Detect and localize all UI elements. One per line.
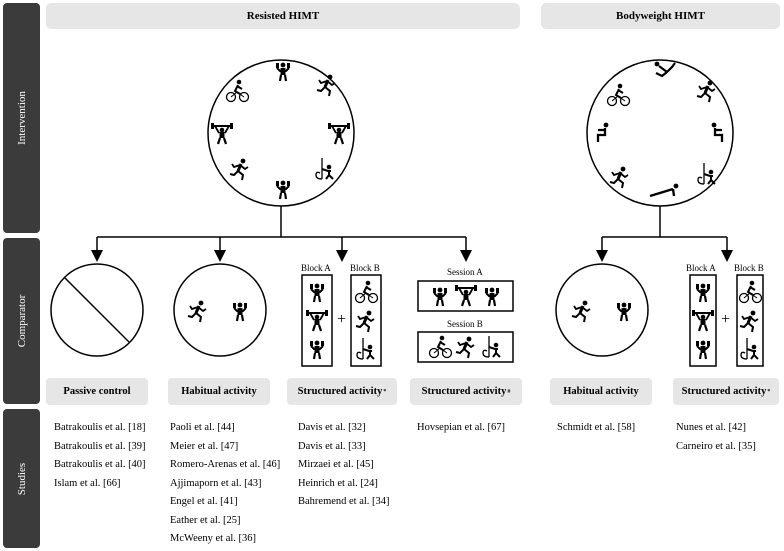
category-structured-hash-text: Structured activity [421, 386, 507, 397]
study-entry: Ajjimaporn et al. [43] [170, 477, 262, 489]
study-entry: Batrakoulis et al. [40] [54, 459, 146, 470]
row-label-intervention: Intervention [3, 3, 40, 233]
row-label-studies: Studies [3, 409, 40, 548]
study-entry: Carneiro et al. [35] [676, 440, 756, 452]
study-entry: Nunes et al. [42] [676, 422, 746, 433]
category-structured-star-text: Structured activity [297, 386, 383, 397]
category-passive-text: Passive control [63, 386, 131, 397]
plus-sign: + [337, 311, 347, 328]
study-entry: Schmidt et al. [58] [557, 422, 636, 433]
study-entry: Hovsepian et al. [67] [417, 422, 506, 433]
study-entry: Engel et al. [41] [170, 496, 238, 507]
category-habitual-bw-text: Habitual activity [563, 386, 639, 397]
study-entry: Paoli et al. [44] [170, 422, 235, 433]
study-entry: Meier et al. [47] [170, 440, 239, 452]
study-entry: Eather et al. [25] [170, 514, 241, 526]
row-label-comparator: Comparator [3, 238, 40, 404]
session-a-label: Session A [447, 267, 483, 277]
category-structured-bw-text: Structured activity [681, 386, 767, 397]
category-structured-activity-bw: Structured activity* [673, 378, 779, 405]
session-b-label: Session B [447, 319, 483, 329]
study-entry: Davis et al. [32] [298, 422, 366, 433]
block-a-bw-label: Block A [686, 263, 716, 273]
study-entry: McWeeny et al. [36] [170, 533, 257, 544]
block-b-bw-label: Block B [734, 263, 764, 273]
category-passive-control: Passive control [46, 378, 148, 405]
habitual-activity-bw-circle [555, 263, 649, 357]
block-a-label: Block A [301, 263, 331, 273]
category-structured-activity-star: Structured activity* [287, 378, 397, 405]
header-bodyweight-text: Bodyweight HIMT [616, 10, 705, 22]
habitual-activity-circle [173, 263, 267, 357]
study-entry: Batrakoulis et al. [39] [54, 440, 146, 452]
study-entry: Islam et al. [66] [54, 477, 121, 489]
category-habitual-activity: Habitual activity [168, 378, 270, 405]
hash-marker: # [507, 388, 511, 395]
study-entry: Batrakoulis et al. [18] [54, 422, 146, 433]
header-resisted-himt: Resisted HIMT [46, 3, 520, 29]
study-entry: Heinrich et al. [24] [298, 477, 378, 489]
category-habitual-activity-bw: Habitual activity [550, 378, 652, 405]
plus-sign-bw: + [721, 311, 731, 328]
header-bodyweight-himt: Bodyweight HIMT [541, 3, 780, 29]
study-entry: Mirzaei et al. [45] [298, 459, 374, 470]
category-structured-activity-hash: Structured activity# [410, 378, 522, 405]
category-habitual-text: Habitual activity [181, 386, 257, 397]
block-b-label: Block B [350, 263, 380, 273]
star-marker-bw: * [767, 388, 771, 395]
study-entry: Bahremend et al. [34] [298, 496, 390, 507]
header-resisted-text: Resisted HIMT [246, 10, 320, 22]
star-marker: * [383, 388, 387, 395]
study-entry: Davis et al. [33] [298, 440, 366, 452]
study-entry: Romero-Arenas et al. [46] [170, 459, 281, 470]
